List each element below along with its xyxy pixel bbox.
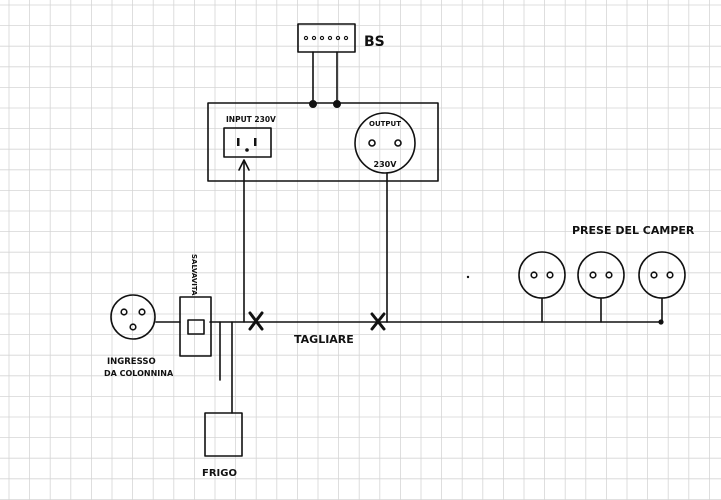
output-label-top: OUTPUT (369, 120, 401, 128)
salvavita-breaker (179, 296, 212, 357)
output-socket (354, 112, 416, 174)
frigo-appliance (204, 412, 243, 457)
cut-mark-right (370, 312, 386, 331)
ingresso-pin-left (120, 308, 128, 316)
output-label-bottom: 230V (374, 160, 398, 169)
frigo-label: FRIGO (202, 468, 237, 479)
ingresso-label-line2: DA COLONNINA (104, 369, 174, 378)
tagliare-label: TAGLIARE (294, 333, 354, 346)
bs-junction-left (308, 100, 317, 109)
input-socket (223, 127, 272, 158)
bs-label: BS (364, 34, 385, 50)
ingresso-pin-right (138, 308, 146, 316)
input-socket-pins (237, 138, 257, 152)
camper-socket-1 (518, 251, 566, 323)
prese-label: PRESE DEL CAMPER (572, 224, 695, 237)
bs-device (297, 23, 356, 53)
camper-socket-3 (638, 251, 686, 323)
bs-terminals (303, 35, 349, 41)
output-socket-pin-right (394, 139, 402, 147)
ingresso-label-line1: INGRESSO (107, 357, 156, 367)
output-socket-pin-left (368, 139, 376, 147)
inverter-box (207, 102, 439, 182)
camper-socket-2 (577, 251, 625, 323)
cut-mark-left (248, 311, 264, 331)
bs-junction-right (332, 100, 341, 109)
salvavita-switch (187, 319, 205, 335)
stray-dot (466, 275, 470, 279)
ingresso-pin-bottom (129, 323, 137, 331)
input-arrow-head (238, 159, 250, 171)
salvavita-label: SALVAVITA (190, 254, 198, 296)
main-line-end-dot (658, 319, 664, 325)
ingresso-socket (110, 294, 156, 340)
input-label: INPUT 230V (226, 115, 276, 124)
